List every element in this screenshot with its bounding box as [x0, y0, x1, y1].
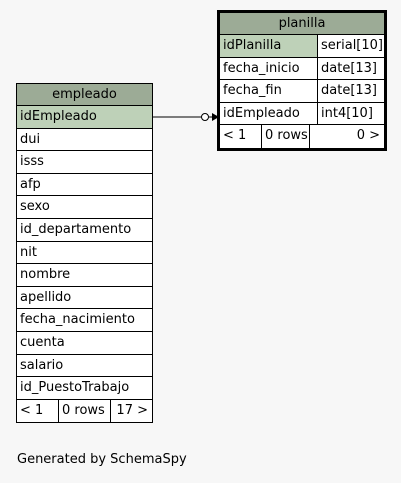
column-name: sexo: [20, 199, 50, 215]
column-name: afp: [20, 176, 41, 192]
column-row[interactable]: nombre: [17, 264, 152, 287]
column-type: date[13]: [317, 80, 384, 102]
parents-count[interactable]: < 1: [220, 125, 262, 148]
rows-count: 0 rows: [262, 125, 310, 148]
column-name: id_PuestoTrabajo: [20, 380, 130, 396]
table-title[interactable]: planilla: [220, 13, 384, 35]
rows-count: 0 rows: [59, 399, 111, 423]
column-row[interactable]: afp: [17, 174, 152, 197]
column-row[interactable]: salario: [17, 355, 152, 378]
column-type: serial[10]: [317, 35, 384, 57]
column-type: date[13]: [317, 57, 384, 80]
column-name: idEmpleado: [17, 106, 152, 128]
column-name: apellido: [20, 289, 72, 305]
column-row[interactable]: fecha_fin date[13]: [220, 80, 384, 103]
column-row[interactable]: fecha_nacimiento: [17, 309, 152, 332]
children-count[interactable]: 17 >: [116, 402, 148, 418]
column-row[interactable]: isss: [17, 151, 152, 174]
column-name: nombre: [20, 267, 71, 283]
column-row[interactable]: idEmpleado: [17, 106, 152, 129]
column-row[interactable]: fecha_inicio date[13]: [220, 57, 384, 81]
column-name: fecha_inicio: [223, 60, 300, 76]
column-row[interactable]: id_PuestoTrabajo: [17, 377, 152, 400]
column-name: salario: [20, 357, 64, 373]
column-row[interactable]: idPlanilla serial[10]: [220, 35, 384, 58]
column-name: cuenta: [20, 334, 65, 350]
column-row[interactable]: apellido: [17, 287, 152, 310]
column-name: id_departamento: [20, 221, 132, 237]
column-name: nit: [20, 244, 37, 260]
table-planilla[interactable]: planilla idPlanilla serial[10] fecha_ini…: [217, 10, 387, 151]
column-row[interactable]: idEmpleado int4[10]: [220, 102, 384, 126]
table-title[interactable]: empleado: [17, 84, 152, 106]
column-row[interactable]: id_departamento: [17, 219, 152, 242]
column-row[interactable]: nit: [17, 242, 152, 265]
table-footer: < 1 0 rows 17 >: [17, 399, 152, 423]
column-name: idEmpleado: [223, 105, 300, 121]
column-name: fecha_fin: [223, 83, 282, 99]
table-empleado[interactable]: empleado idEmpleado dui isss afp sexo id…: [16, 83, 153, 424]
crowfoot-marker: [212, 113, 219, 121]
column-name: fecha_nacimiento: [20, 312, 135, 328]
column-name: isss: [20, 154, 44, 170]
column-row[interactable]: cuenta: [17, 332, 152, 355]
generated-by-label: Generated by SchemaSpy: [17, 452, 187, 467]
optional-marker: [201, 113, 209, 121]
children-count[interactable]: 0 >: [356, 128, 380, 144]
column-type: int4[10]: [317, 102, 384, 125]
column-name: dui: [20, 131, 41, 147]
column-name: idPlanilla: [220, 35, 317, 57]
column-row[interactable]: dui: [17, 129, 152, 152]
column-row[interactable]: sexo: [17, 196, 152, 219]
table-footer: < 1 0 rows 0 >: [220, 125, 384, 148]
parents-count[interactable]: < 1: [17, 399, 59, 423]
